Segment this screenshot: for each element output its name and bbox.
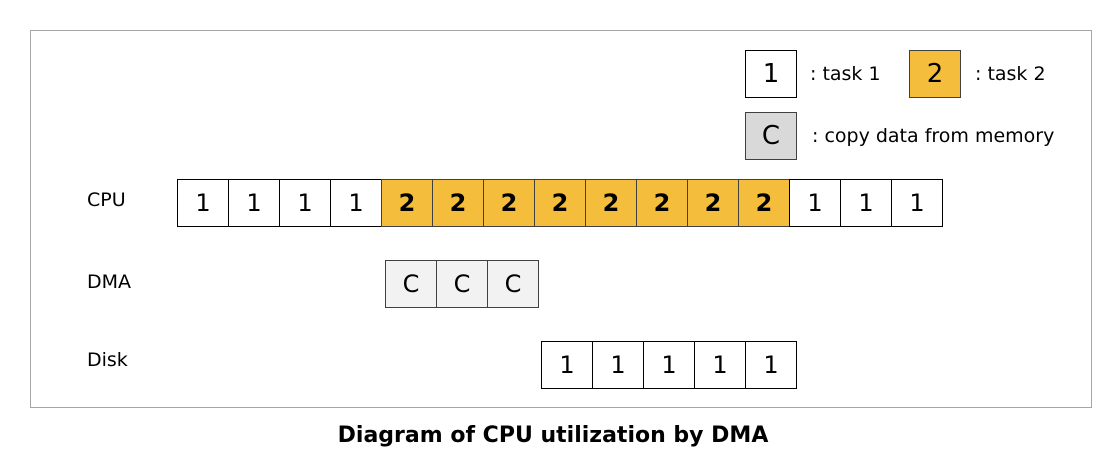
row-label-dma: DMA [87,271,132,293]
row-label-cpu: CPU [87,189,126,211]
cpu-cell: 2 [636,179,688,227]
disk-cell: 1 [592,341,644,389]
cpu-cell: 1 [840,179,892,227]
cpu-cell: 2 [432,179,484,227]
diagram-caption: Diagram of CPU utilization by DMA [337,423,769,448]
disk-cell: 1 [694,341,746,389]
cpu-cell: 2 [738,179,790,227]
row-label-disk: Disk [87,349,128,371]
cpu-cell: 1 [279,179,331,227]
cpu-cell: 1 [177,179,229,227]
disk-cell: 1 [541,341,593,389]
legend-task2-label: : task 2 [975,63,1046,85]
legend-task2-box: 2 [909,50,961,98]
disk-cell: 1 [745,341,797,389]
disk-cell: 1 [643,341,695,389]
cpu-cell: 1 [891,179,943,227]
cpu-cell: 1 [330,179,382,227]
cpu-cell: 2 [585,179,637,227]
legend-task1-label: : task 1 [810,63,881,85]
cpu-cell: 2 [534,179,586,227]
dma-cell: C [385,260,437,308]
cpu-cell: 1 [789,179,841,227]
legend-copy-label: : copy data from memory [812,125,1055,147]
dma-cell: C [487,260,539,308]
cpu-cell: 2 [687,179,739,227]
dma-cell: C [436,260,488,308]
legend-copy-box: C [745,112,797,160]
diagram-frame [30,30,1092,408]
cpu-cell: 2 [483,179,535,227]
cpu-cell: 2 [381,179,433,227]
cpu-cell: 1 [228,179,280,227]
legend-task1-box: 1 [745,50,797,98]
